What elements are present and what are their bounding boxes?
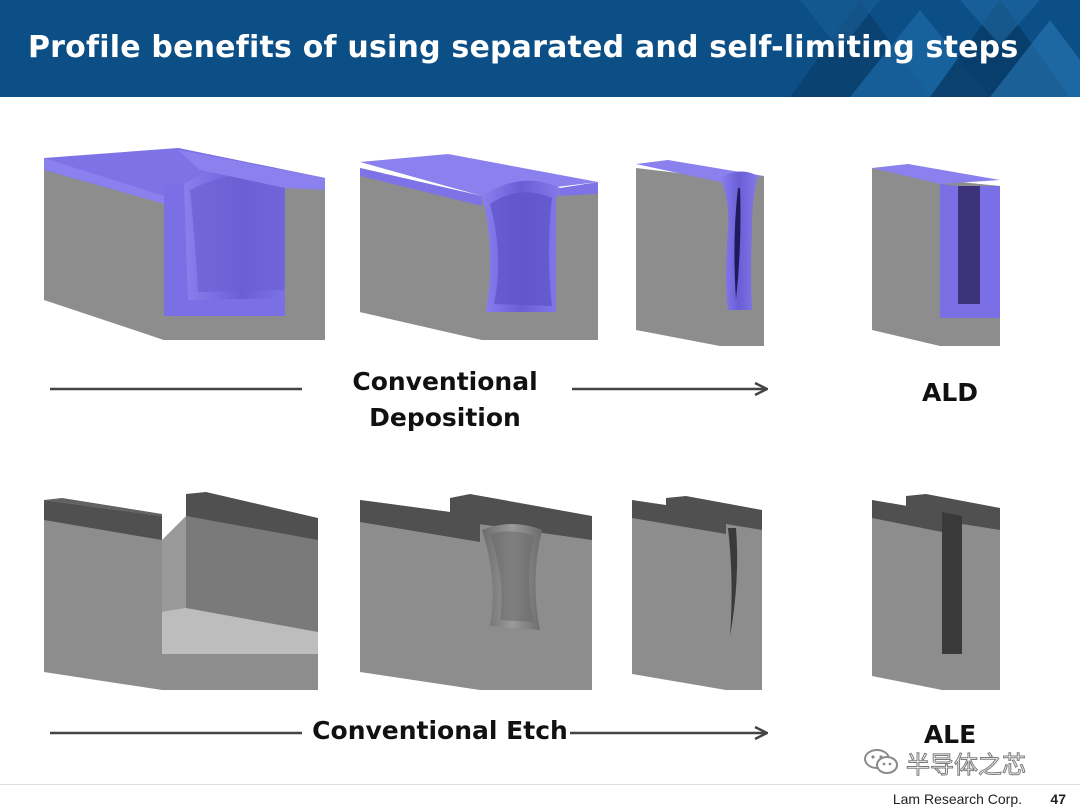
- conventional-deposition-line2: Deposition: [369, 403, 521, 432]
- slide-title: Profile benefits of using separated and …: [28, 30, 1019, 65]
- etch-trench-narrow: [632, 496, 762, 690]
- watermark-text: 半导体之芯: [906, 750, 1027, 779]
- conventional-etch-label: Conventional Etch: [312, 716, 568, 745]
- profile-diagram: [44, 148, 1000, 784]
- etch-trench-wide: [44, 492, 318, 690]
- conventional-deposition-label: Conventional Deposition: [330, 364, 560, 436]
- wechat-icon: [864, 749, 898, 774]
- dep-trench-medium: [360, 154, 598, 340]
- dep-trench-narrow: [636, 160, 764, 346]
- slide-footer: Lam Research Corp. 47: [0, 784, 1080, 811]
- dep-trench-wide: [44, 148, 325, 340]
- header-decoration: [790, 0, 1080, 97]
- company-name: Lam Research Corp.: [892, 791, 1022, 807]
- etch-trench-medium: [360, 494, 592, 690]
- slide-header: Profile benefits of using separated and …: [0, 0, 1080, 97]
- ald-trench: [872, 164, 1000, 346]
- page-number: 47: [1050, 791, 1066, 807]
- ale-trench: [872, 494, 1000, 690]
- ale-label: ALE: [923, 720, 977, 749]
- watermark: 半导体之芯: [862, 744, 1027, 780]
- ald-label: ALD: [921, 378, 979, 407]
- conventional-deposition-line1: Conventional: [352, 367, 538, 396]
